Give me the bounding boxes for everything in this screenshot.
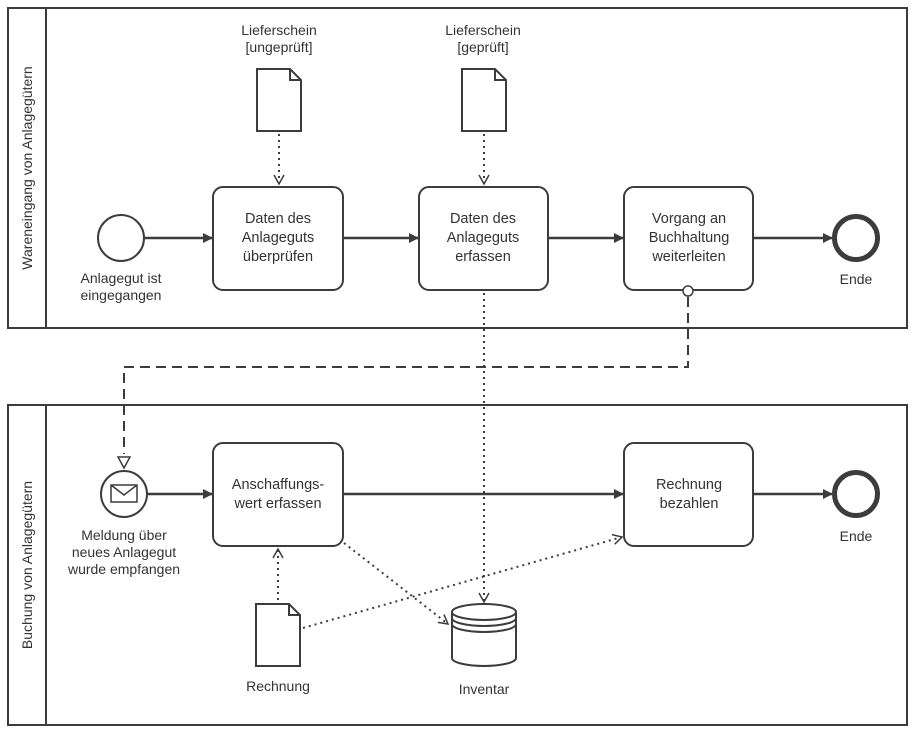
task-label: weiterleiten [651,249,725,265]
data-object-label: [geprüft] [457,39,508,55]
task-vorgang-weiterleiten[interactable]: Vorgang an Buchhaltung weiterleiten [623,186,754,291]
start-event-label: eingegangen [81,287,162,303]
data-association [343,542,450,625]
document-icon [256,68,302,132]
task-label: bezahlen [660,496,719,512]
pool-label: Wareneingang von Anlagegütern [19,66,35,269]
data-associations-pool2 [272,533,624,629]
task-label: Anlageguts [447,230,520,246]
data-object-label: Rechnung [246,678,310,694]
data-store-inventar[interactable]: Inventar [451,603,517,697]
pool-label: Buchung von Anlagegütern [19,481,35,649]
data-association [302,533,624,629]
task-anschaffungswert-erfassen[interactable]: Anschaffungs- wert erfassen [212,442,344,547]
document-icon [255,603,301,667]
end-event-label: Ende [840,528,873,544]
start-event-label: Anlagegut ist [81,270,162,286]
database-icon [451,603,517,667]
task-daten-erfassen[interactable]: Daten des Anlageguts erfassen [418,186,549,291]
data-object-lieferschein-geprueft[interactable]: Lieferschein [geprüft] [445,22,521,132]
task-label: Daten des [450,211,516,227]
task-label: Anlageguts [242,230,315,246]
pool-wareneingang: Wareneingang von Anlagegütern [7,7,908,329]
end-event[interactable]: Ende [832,214,880,288]
message-start-label: Meldung über [81,527,167,543]
task-rechnung-bezahlen[interactable]: Rechnung bezahlen [623,442,754,547]
data-object-rechnung[interactable]: Rechnung [246,603,310,694]
data-object-label: Lieferschein [241,22,317,38]
task-label: Anschaffungs- [232,477,325,493]
data-object-label: [ungeprüft] [246,39,313,55]
message-flow [116,285,694,470]
end-event-label: Ende [840,271,873,287]
task-label: Buchhaltung [649,230,730,246]
envelope-icon [110,484,138,503]
pool-buchung: Buchung von Anlagegütern [7,404,908,726]
data-store-label: Inventar [459,681,510,697]
end-event[interactable]: Ende [832,470,880,545]
data-associations-pool1 [273,134,490,186]
task-label: Daten des [245,211,311,227]
task-label: Rechnung [656,477,722,493]
data-object-label: Lieferschein [445,22,521,38]
start-event[interactable]: Anlagegut ist eingegangen [81,214,162,303]
message-start-label: neues Anlagegut [72,544,176,560]
task-daten-ueberpruefen[interactable]: Daten des Anlageguts überprüfen [212,186,344,291]
task-label: überprüfen [243,249,313,265]
message-start-label: wurde empfangen [67,561,180,577]
data-object-lieferschein-ungeprueft[interactable]: Lieferschein [ungeprüft] [241,22,317,132]
document-icon [461,68,507,132]
task-label: erfassen [455,249,511,265]
task-label: Vorgang an [652,211,726,227]
message-start-event[interactable]: Meldung über neues Anlagegut wurde empfa… [67,470,180,577]
task-label: wert erfassen [233,496,321,512]
